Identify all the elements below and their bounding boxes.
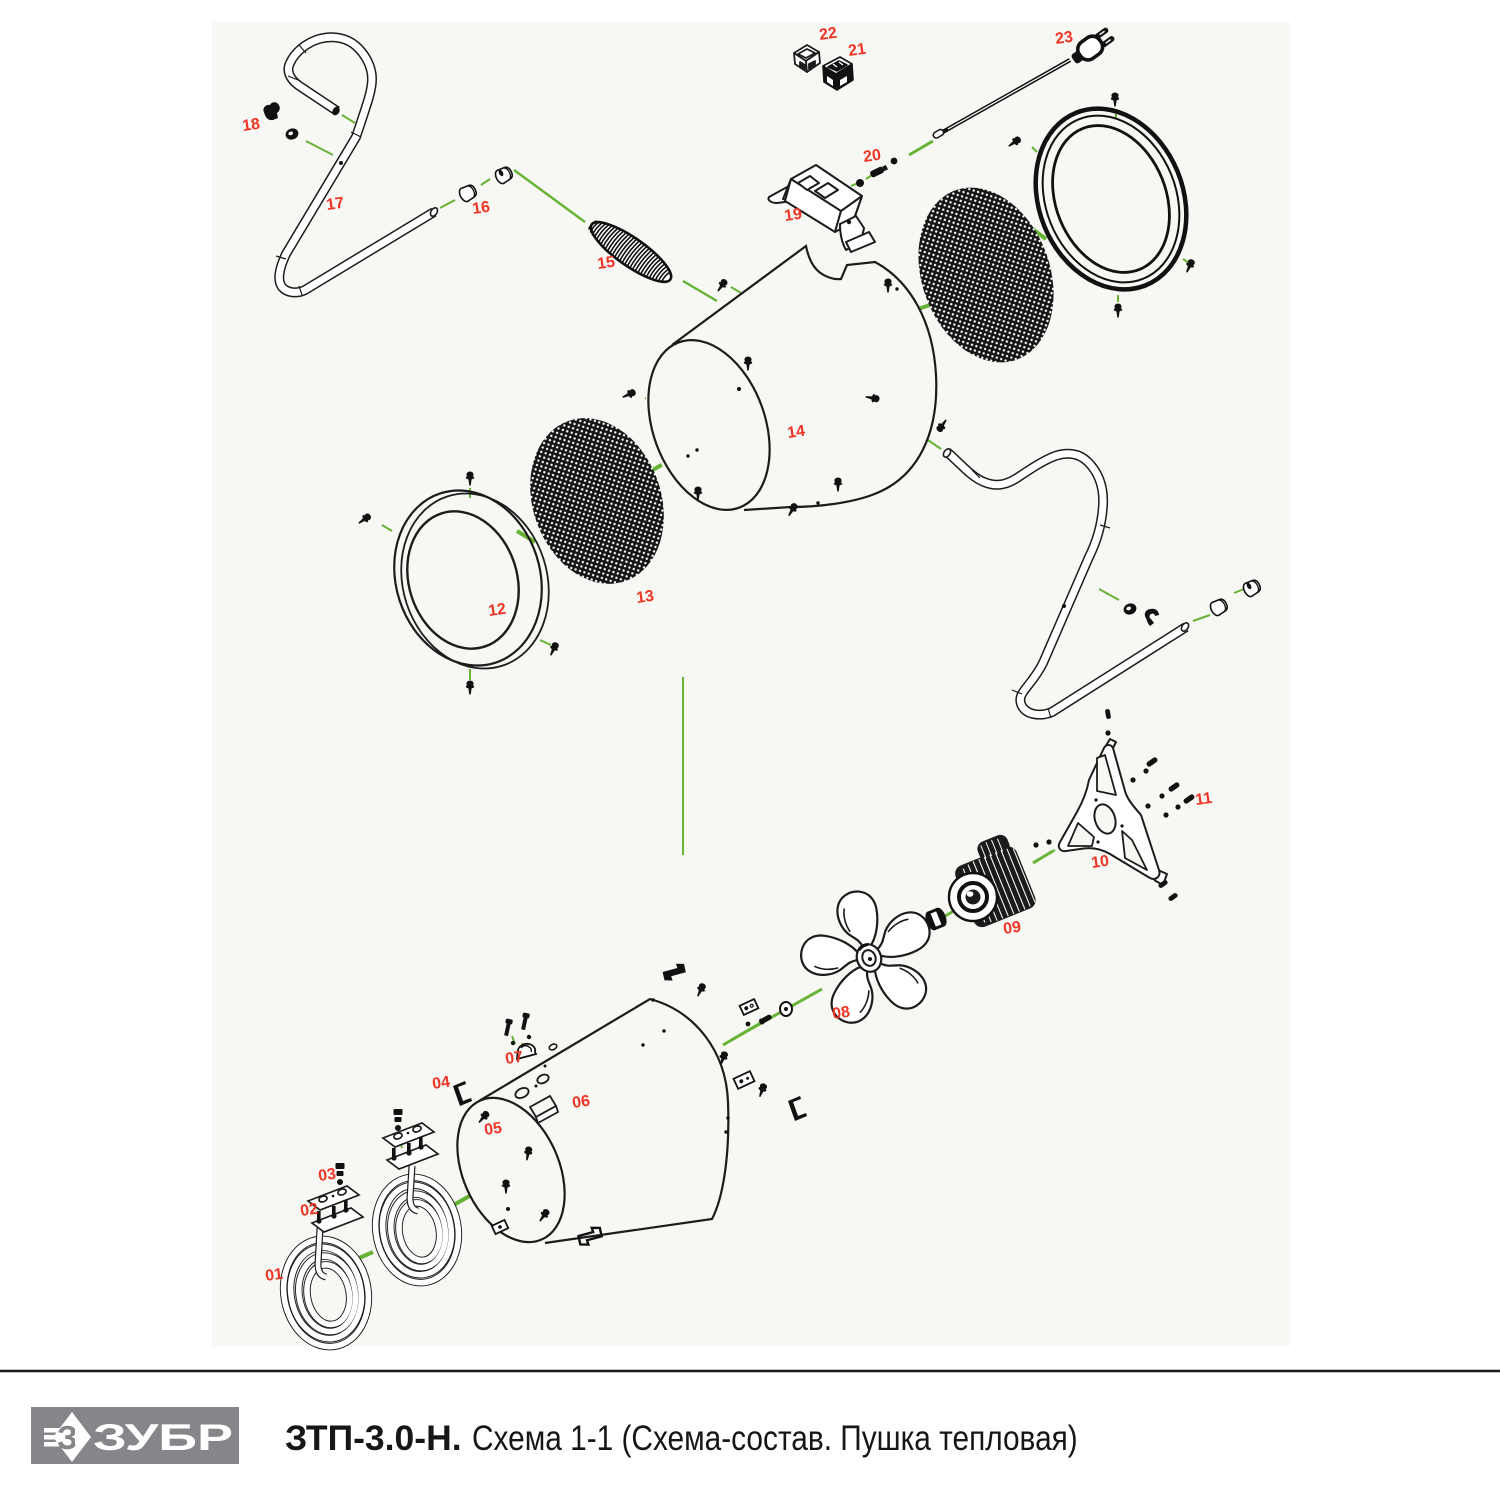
svg-text:Схема 1-1 (Схема-состав. Пушка: Схема 1-1 (Схема-состав. Пушка тепловая) xyxy=(472,1418,1078,1458)
svg-text:20: 20 xyxy=(862,147,882,166)
svg-text:ЗТП-3.0-Н.: ЗТП-3.0-Н. xyxy=(285,1418,462,1458)
svg-text:09: 09 xyxy=(1002,919,1022,938)
svg-text:02: 02 xyxy=(299,1201,319,1220)
svg-text:08: 08 xyxy=(831,1004,851,1023)
svg-text:19: 19 xyxy=(783,206,803,225)
svg-text:05: 05 xyxy=(483,1120,503,1139)
svg-text:12: 12 xyxy=(487,601,507,620)
svg-text:15: 15 xyxy=(596,254,616,273)
svg-text:01: 01 xyxy=(264,1266,284,1285)
svg-text:06: 06 xyxy=(571,1093,591,1112)
svg-text:04: 04 xyxy=(431,1074,451,1093)
svg-text:11: 11 xyxy=(1194,790,1213,809)
svg-text:13: 13 xyxy=(635,588,655,607)
svg-text:18: 18 xyxy=(241,116,261,135)
svg-text:23: 23 xyxy=(1054,29,1074,48)
svg-text:З: З xyxy=(57,1419,78,1456)
svg-text:17: 17 xyxy=(325,195,345,214)
svg-text:21: 21 xyxy=(847,41,867,60)
svg-text:07: 07 xyxy=(504,1049,524,1068)
svg-text:22: 22 xyxy=(818,25,838,44)
svg-text:14: 14 xyxy=(786,423,806,442)
svg-text:03: 03 xyxy=(317,1166,337,1185)
svg-text:ЗУБР: ЗУБР xyxy=(93,1417,233,1458)
svg-text:10: 10 xyxy=(1090,853,1110,872)
svg-text:16: 16 xyxy=(471,199,491,218)
